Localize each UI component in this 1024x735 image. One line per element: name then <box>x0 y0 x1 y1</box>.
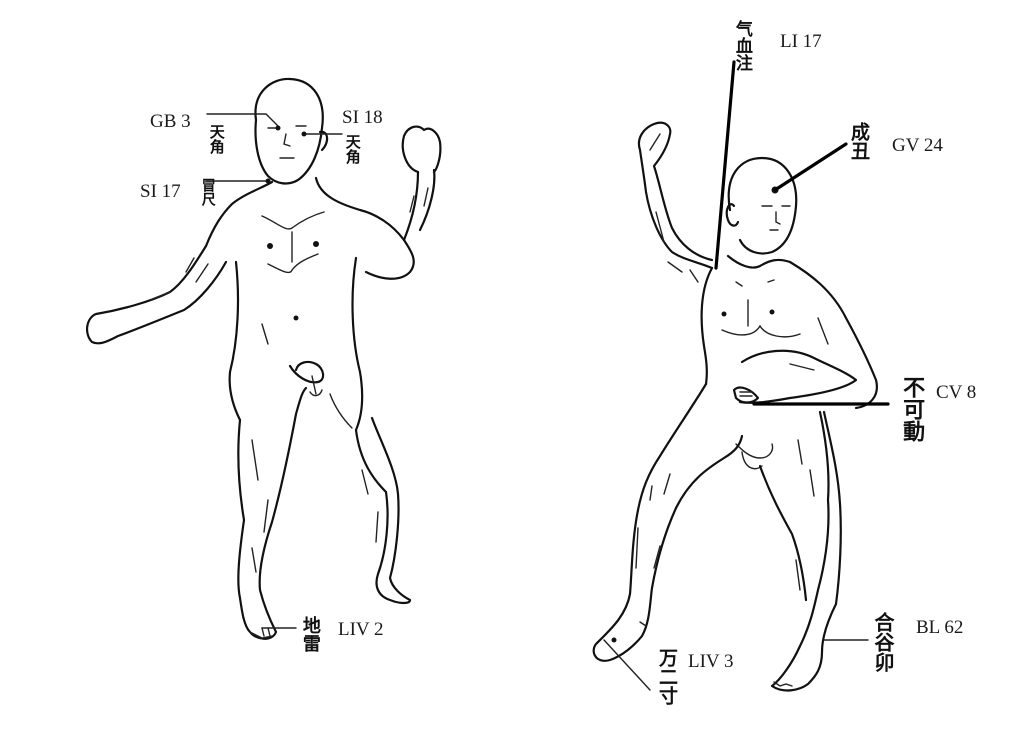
point-code-liv2: LIV 2 <box>338 619 384 640</box>
point-chars-cv8: 不可動 <box>899 376 925 442</box>
point-code-liv3: LIV 3 <box>688 651 734 672</box>
right-figure-leaders <box>603 60 890 691</box>
point-chars-si17: 冒尺 <box>199 178 216 206</box>
point-code-cv8: CV 8 <box>936 382 977 403</box>
point-code-gb3: GB 3 <box>150 111 191 132</box>
point-chars-gv24: 成丑 <box>847 122 870 160</box>
point-chars-li17: 气血注 <box>731 20 752 71</box>
point-chars-liv3: 万二寸 <box>655 648 678 705</box>
left-figure-leaders <box>205 113 343 629</box>
point-code-si18: SI 18 <box>342 107 383 128</box>
left-figure <box>86 77 442 640</box>
point-chars-gb3: 天角 <box>207 124 226 154</box>
point-code-li17: LI 17 <box>780 31 822 52</box>
point-chars-si18: 天角 <box>343 134 362 164</box>
point-chars-liv2: 地雷 <box>299 616 321 652</box>
point-chars-bl62: 合谷卯 <box>871 612 895 672</box>
point-code-gv24: GV 24 <box>892 135 943 156</box>
right-figure <box>592 121 878 692</box>
point-code-si17: SI 17 <box>140 181 181 202</box>
point-code-bl62: BL 62 <box>916 617 964 638</box>
